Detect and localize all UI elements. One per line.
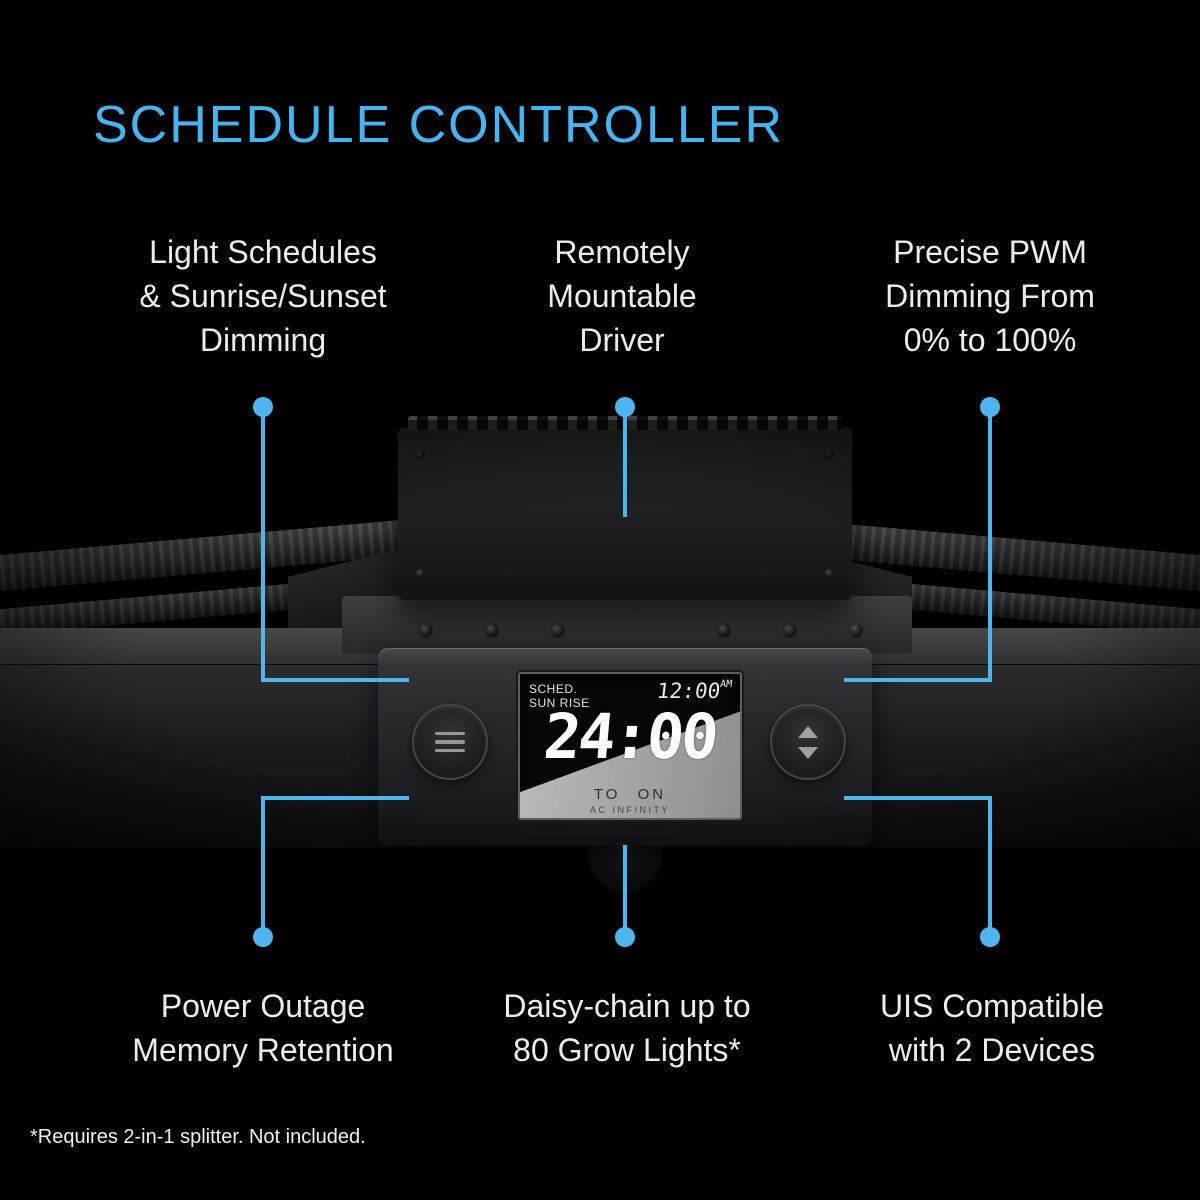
callout-line bbox=[261, 678, 409, 682]
feature-line: with 2 Devices bbox=[888, 1032, 1096, 1068]
controller-body: SCHED. SUN RISE 12:00AM 24:00 TO ON AC I… bbox=[378, 648, 872, 846]
feature-remotely-mountable-driver: Remotely Mountable Driver bbox=[412, 230, 832, 362]
feature-line: Remotely bbox=[554, 234, 690, 270]
feature-uis-compatible: UIS Compatible with 2 Devices bbox=[782, 984, 1200, 1072]
callout-dot bbox=[980, 927, 1000, 947]
lcd-mode-line1: SCHED. bbox=[529, 682, 578, 696]
screw bbox=[420, 624, 432, 636]
callout-line bbox=[261, 405, 265, 682]
feature-line: Dimming bbox=[199, 322, 327, 358]
callout-dot bbox=[615, 927, 635, 947]
feature-daisy-chain: Daisy-chain up to 80 Grow Lights* bbox=[417, 984, 837, 1072]
page-title: SCHEDULE CONTROLLER bbox=[93, 96, 785, 154]
feature-line: 80 Grow Lights* bbox=[513, 1032, 741, 1068]
callout-line bbox=[261, 796, 409, 800]
screw bbox=[825, 450, 834, 459]
callout-line bbox=[844, 796, 992, 800]
screw bbox=[552, 624, 564, 636]
callout-line bbox=[261, 796, 265, 937]
screw bbox=[486, 624, 498, 636]
feature-line: Power Outage bbox=[160, 988, 366, 1024]
callout-line bbox=[623, 845, 627, 937]
feature-line: Precise PWM bbox=[893, 234, 1087, 270]
screw bbox=[825, 569, 834, 578]
lcd-main-time-value: 24:00 bbox=[540, 700, 720, 773]
down-arrow-icon bbox=[798, 746, 818, 759]
feature-line: Daisy-chain up to bbox=[503, 988, 751, 1024]
feature-line: Light Schedules bbox=[149, 234, 377, 270]
up-arrow-icon bbox=[798, 725, 818, 738]
callout-line bbox=[844, 678, 992, 682]
feature-line: & Sunrise/Sunset bbox=[139, 278, 387, 314]
feature-line: UIS Compatible bbox=[879, 988, 1105, 1024]
feature-power-outage-memory: Power Outage Memory Retention bbox=[53, 984, 473, 1072]
feature-line: Memory Retention bbox=[132, 1032, 394, 1068]
screw bbox=[850, 624, 862, 636]
lcd-main-time: 24:00 bbox=[520, 700, 740, 773]
lcd-status: TO ON bbox=[593, 786, 667, 803]
screw bbox=[718, 624, 730, 636]
callout-dot bbox=[253, 927, 273, 947]
feature-line: 0% to 100% bbox=[903, 322, 1077, 358]
feature-line: Driver bbox=[579, 322, 665, 358]
screw bbox=[784, 624, 796, 636]
lcd-display: SCHED. SUN RISE 12:00AM 24:00 TO ON AC I… bbox=[518, 672, 742, 820]
callout-line bbox=[988, 796, 992, 937]
menu-button bbox=[412, 704, 488, 780]
callout-line bbox=[988, 405, 992, 682]
callout-line bbox=[623, 405, 627, 517]
screw bbox=[416, 569, 425, 578]
feature-light-schedules: Light Schedules & Sunrise/Sunset Dimming bbox=[53, 230, 473, 362]
footnote: *Requires 2-in-1 splitter. Not included. bbox=[30, 1126, 366, 1148]
brand-logo: AC INFINITY bbox=[589, 805, 670, 815]
product-photo: SCHED. SUN RISE 12:00AM 24:00 TO ON AC I… bbox=[0, 416, 1200, 892]
feature-line: Dimming From bbox=[885, 278, 1095, 314]
screw bbox=[416, 450, 425, 459]
updown-button bbox=[770, 704, 846, 780]
feature-line: Mountable bbox=[547, 278, 697, 314]
feature-precise-pwm-dimming: Precise PWM Dimming From 0% to 100% bbox=[780, 230, 1200, 362]
lcd-clock-meridiem: AM bbox=[719, 679, 733, 690]
menu-icon bbox=[435, 729, 465, 755]
